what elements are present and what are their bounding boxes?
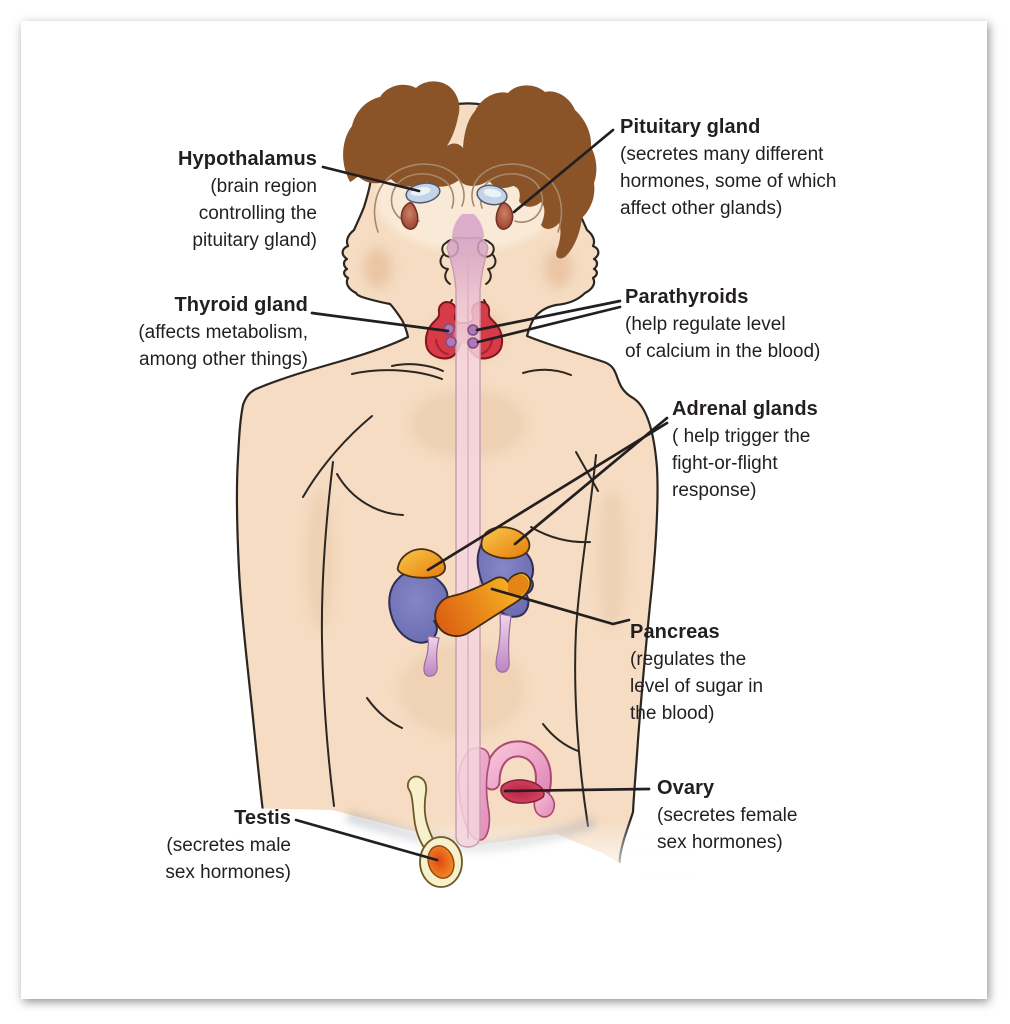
ureters xyxy=(423,613,512,677)
label-ovary: Ovary (secretes female sex hormones) xyxy=(657,775,797,856)
ovary-desc: (secretes female sex hormones) xyxy=(657,805,798,853)
leader-thyroid xyxy=(310,311,450,333)
parathyroids-desc: (help regulate level of calcium in the b… xyxy=(625,314,821,362)
leader-pancreas xyxy=(490,587,631,626)
pituitary-shape xyxy=(400,202,514,230)
spinal-cord xyxy=(446,214,489,848)
leader-adrenal-left xyxy=(426,421,669,572)
leader-pituitary xyxy=(512,128,615,214)
label-testis: Testis (secretes male sex hormones) xyxy=(165,805,291,886)
label-thyroid: Thyroid gland (affects metabolism, among… xyxy=(138,292,308,373)
leader-parathyroid-lower xyxy=(476,305,622,344)
testis-desc: (secretes male sex hormones) xyxy=(165,835,291,883)
pancreas-shape xyxy=(434,572,532,637)
pancreas-desc: (regulates the level of sugar in the blo… xyxy=(630,649,764,724)
pancreas-name: Pancreas xyxy=(630,621,720,643)
leader-lines xyxy=(294,128,669,862)
ovary-name: Ovary xyxy=(657,777,715,799)
hair xyxy=(343,81,597,259)
body-detail-lines xyxy=(302,363,599,827)
label-pancreas: Pancreas (regulates the level of sugar i… xyxy=(630,619,763,727)
label-hypothalamus: Hypothalamus (brain region controlling t… xyxy=(178,146,317,254)
leader-parathyroid-upper xyxy=(475,299,622,332)
leader-testis xyxy=(294,818,439,862)
thyroid-name: Thyroid gland xyxy=(174,294,308,316)
label-pituitary: Pituitary gland (secretes many different… xyxy=(620,114,837,222)
label-adrenal-glands: Adrenal glands ( help trigger the fight-… xyxy=(672,396,818,504)
parathyroids-name: Parathyroids xyxy=(625,286,749,308)
hypothalamus-shape xyxy=(405,182,508,206)
adrenal-glands-name: Adrenal glands xyxy=(672,398,818,420)
thyroid-desc: (affects metabolism, among other things) xyxy=(138,322,308,370)
leader-hypothalamus xyxy=(321,165,421,193)
hypothalamus-desc: (brain region controlling the pituitary … xyxy=(192,176,317,251)
adrenal-glands-shape xyxy=(396,526,531,579)
adrenal-glands-desc: ( help trigger the fight-or-flight respo… xyxy=(672,426,811,501)
testis-name: Testis xyxy=(234,807,291,829)
pituitary-name: Pituitary gland xyxy=(620,116,761,138)
label-parathyroids: Parathyroids (help regulate level of cal… xyxy=(625,284,820,365)
leader-ovary xyxy=(503,787,651,793)
pituitary-desc: (secretes many different hormones, some … xyxy=(620,144,837,219)
testis-shape xyxy=(407,775,463,888)
hypothalamus-name: Hypothalamus xyxy=(177,148,317,170)
